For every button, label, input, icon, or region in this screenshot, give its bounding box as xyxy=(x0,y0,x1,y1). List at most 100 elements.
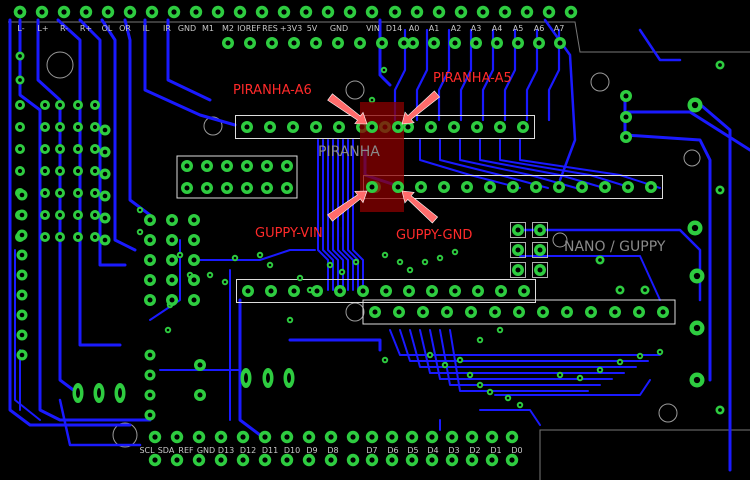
header-bottom-pin-hole xyxy=(350,434,356,440)
trace xyxy=(352,139,364,291)
header-top-pin-hole xyxy=(369,9,375,15)
piranha-top-pin-hole xyxy=(520,124,526,130)
nano-bottom-pin-hole xyxy=(383,288,389,294)
left-column-pin-hole xyxy=(75,102,81,108)
left-column-pin-hole xyxy=(92,146,98,152)
header-label-d2: D2 xyxy=(469,446,481,455)
left-column-pin-hole xyxy=(42,168,48,174)
trace xyxy=(525,28,539,122)
block-pin-hole xyxy=(184,185,190,191)
left-edge-pin-hole xyxy=(19,252,25,258)
header-label-m1: M1 xyxy=(202,24,214,33)
header-mid-pin-hole xyxy=(473,40,479,46)
arrow-guppy-vin-shape xyxy=(327,190,368,222)
header-top-pin-hole xyxy=(392,9,398,15)
left-inner-pin-hole xyxy=(102,149,108,155)
via-hole xyxy=(598,368,602,372)
grid-pin-hole xyxy=(169,297,175,303)
header-bottom-pin-hole xyxy=(328,457,334,463)
annotation-piranha-a5: PIRANHA-A5 xyxy=(433,71,512,86)
header-label-d4: D4 xyxy=(427,446,439,455)
header-bottom-pin-hole xyxy=(409,457,415,463)
header-bottom-pin-hole xyxy=(369,434,375,440)
trace xyxy=(317,139,329,291)
trace xyxy=(459,28,473,122)
highlighted-pin-hole xyxy=(369,184,375,190)
guppy-top-pin-hole xyxy=(418,184,424,190)
nano-side-pin-outline xyxy=(532,262,548,278)
piranha-top-pin-hole xyxy=(290,124,296,130)
grid-pin-hole xyxy=(147,372,153,378)
header-bottom-pin-hole xyxy=(389,457,395,463)
header-label--3v3: +3V3 xyxy=(279,24,303,33)
nano-side-pin-outline xyxy=(532,242,548,258)
right-large-pin-hole xyxy=(691,101,699,109)
header-mid-pin-hole xyxy=(557,40,563,46)
guppy-bottom-pin-outline xyxy=(362,299,676,325)
nano-bottom-pin-hole xyxy=(314,288,320,294)
left-inner-pin-hole xyxy=(102,237,108,243)
left-column-pin-hole xyxy=(75,168,81,174)
left-edge-pin-hole xyxy=(19,212,25,218)
header-bottom-pin-hole xyxy=(328,434,334,440)
nano-bottom-pin-hole xyxy=(337,288,343,294)
header-label-ioref: IOREF xyxy=(237,24,261,33)
trace xyxy=(337,139,349,291)
trace xyxy=(14,249,41,421)
trace xyxy=(479,409,541,426)
header-bottom-pin-hole xyxy=(469,434,475,440)
trace xyxy=(199,249,316,261)
mounting-hole xyxy=(683,149,701,167)
via-hole xyxy=(658,350,662,354)
header-top-pin-hole xyxy=(281,9,287,15)
left-column-pin-hole xyxy=(57,234,63,240)
left-inner-pin-hole xyxy=(102,127,108,133)
via-hole xyxy=(518,403,522,407)
guppy-bottom-pin-hole xyxy=(540,309,546,315)
left-column-pin-hole xyxy=(75,190,81,196)
header-bottom-pin-hole xyxy=(196,434,202,440)
mounting-hole xyxy=(46,51,74,79)
trace xyxy=(623,93,712,382)
left-edge-pin-hole xyxy=(19,192,25,198)
left-column-pin-hole xyxy=(17,146,23,152)
header-mid-pin-hole xyxy=(401,40,407,46)
via-hole xyxy=(618,360,622,364)
trace xyxy=(503,28,517,122)
header-bottom-pin-hole xyxy=(152,457,158,463)
header-bottom-pin-hole xyxy=(174,457,180,463)
left-column-pin-hole xyxy=(42,146,48,152)
header-bottom-pin-hole xyxy=(218,434,224,440)
via-hole xyxy=(478,383,482,387)
header-label-gnd: GND xyxy=(329,24,349,33)
trace xyxy=(519,139,661,189)
via-hole xyxy=(138,230,142,234)
left-column-pin-hole xyxy=(57,190,63,196)
left-column-pin-hole xyxy=(57,212,63,218)
header-top-pin-hole xyxy=(127,9,133,15)
header-bottom-pin-hole xyxy=(489,434,495,440)
grid-pin-hole xyxy=(147,217,153,223)
header-bottom-pin-hole xyxy=(262,457,268,463)
trace xyxy=(143,18,237,127)
left-edge-pin-hole xyxy=(19,292,25,298)
left-column-pin-hole xyxy=(17,168,23,174)
guppy-bottom-pin-hole xyxy=(612,309,618,315)
trace xyxy=(439,329,601,386)
header-mid-pin-hole xyxy=(247,40,253,46)
grid-pin-hole xyxy=(147,277,153,283)
header-label-d5: D5 xyxy=(407,446,419,455)
right-pin-hole xyxy=(623,134,629,140)
piranha-top-pin-hole xyxy=(451,124,457,130)
module-label-piranha: PIRANHA xyxy=(318,144,380,160)
header-top-pin-hole xyxy=(524,9,530,15)
header-bottom-pin-hole xyxy=(369,457,375,463)
module-label-nano-guppy: NANO / GUPPY xyxy=(564,239,666,255)
header-bottom-pin-hole xyxy=(152,434,158,440)
piranha-top-pin-hole xyxy=(336,124,342,130)
guppy-top-pin-hole xyxy=(464,184,470,190)
header-label-res: RES xyxy=(262,24,278,33)
header-label-d11: D11 xyxy=(261,446,279,455)
grid-pin-hole xyxy=(169,217,175,223)
